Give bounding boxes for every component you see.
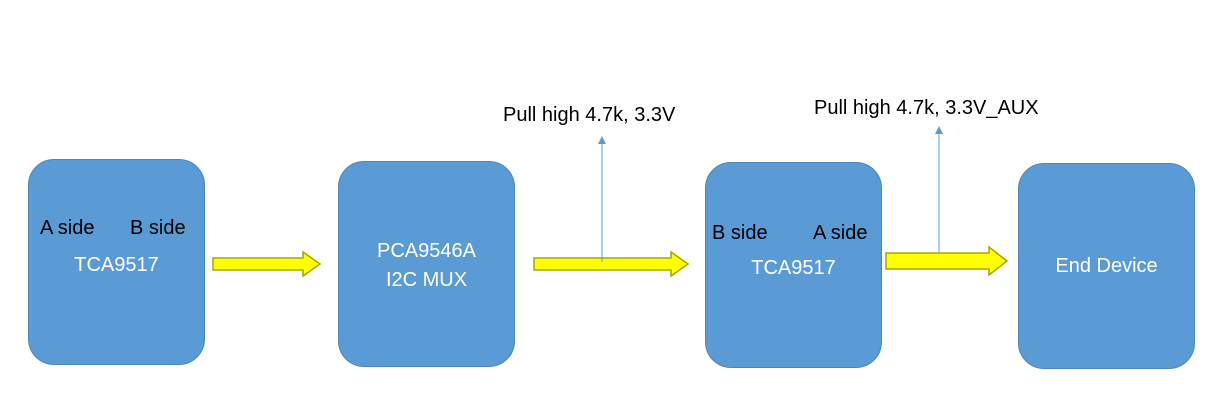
pullup-note-2: Pull high 4.7k, 3.3V_AUX bbox=[814, 97, 1039, 119]
block4-line1-label: End Device bbox=[1055, 255, 1158, 277]
end-device-block bbox=[1018, 163, 1195, 369]
block2-line1-label: PCA9546A bbox=[377, 240, 476, 262]
block1-part-label: TCA9517 bbox=[74, 254, 159, 276]
tca9517-left-block bbox=[28, 159, 205, 365]
block2-line2-label: I2C MUX bbox=[385, 269, 468, 291]
block3-a-side-label: A side bbox=[813, 222, 868, 244]
arrow-1 bbox=[212, 250, 322, 278]
arrow-3 bbox=[885, 245, 1009, 277]
block1-b-side-label: B side bbox=[130, 217, 186, 239]
block3-b-side-label: B side bbox=[712, 222, 768, 244]
pullup-note-1: Pull high 4.7k, 3.3V bbox=[503, 104, 676, 126]
tca9517-right-block bbox=[705, 162, 882, 368]
pca9546a-mux-block bbox=[338, 161, 515, 367]
block1-a-side-label: A side bbox=[40, 217, 95, 239]
block3-part-label: TCA9517 bbox=[751, 257, 836, 279]
arrow-2 bbox=[533, 250, 690, 278]
